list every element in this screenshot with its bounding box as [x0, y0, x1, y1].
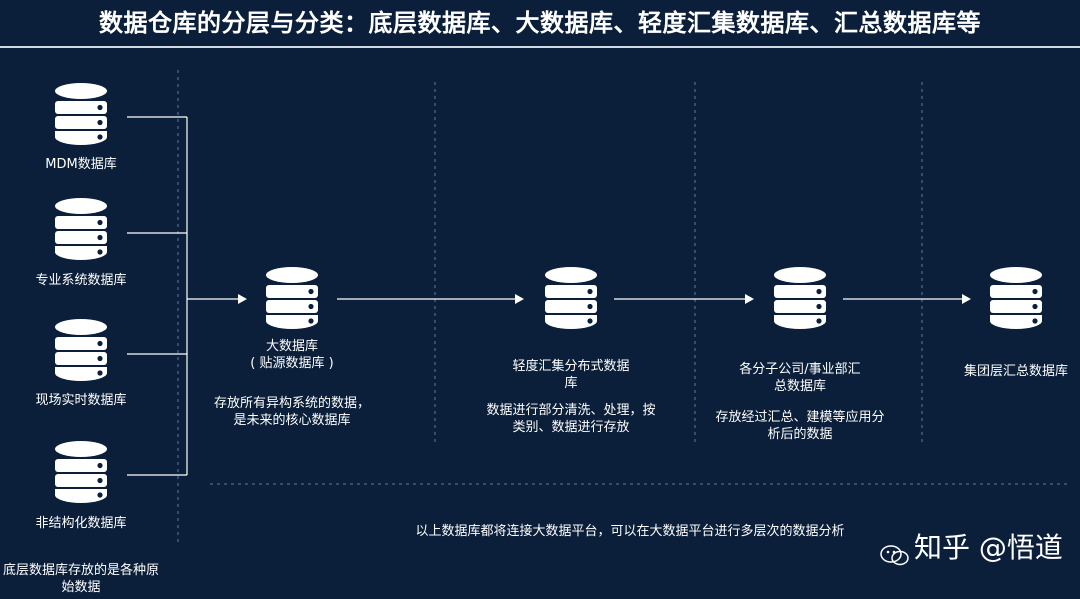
database-icon — [54, 318, 108, 386]
stage-database-label: 集团层汇总数据库 — [951, 363, 1080, 380]
description-line: 存放所有异构系统的数据， — [213, 396, 370, 411]
stage-database-label: 大数据库 ( 贴源数据库 ) — [192, 338, 392, 372]
label-line: ( 贴源数据库 ) — [250, 356, 334, 371]
database-icon — [54, 440, 108, 508]
description-line: 析后的数据 — [767, 427, 833, 442]
arrow-head — [515, 294, 524, 304]
label-line: 集团层汇总数据库 — [963, 364, 1068, 379]
label-line: 大数据库 — [265, 339, 318, 354]
note-line: 底层数据库存放的是各种原 — [2, 563, 159, 578]
source-database-label: 非结构化数据库 — [35, 516, 127, 531]
database-icon — [773, 266, 827, 334]
database-icon — [54, 82, 108, 150]
source-database-label: 现场实时数据库 — [35, 393, 127, 408]
label-line: 各分子公司/事业部汇 — [739, 362, 861, 377]
description-line: 是未来的核心数据库 — [233, 413, 351, 428]
description-line: 存放经过汇总、建模等应用分 — [715, 410, 885, 425]
stage-database-label: 各分子公司/事业部汇总数据库 — [695, 361, 905, 395]
database-icon — [989, 266, 1043, 334]
label-line: 库 — [564, 376, 578, 391]
label-line: 总数据库 — [773, 379, 826, 394]
watermark: 知乎 @悟道 — [880, 528, 1075, 568]
stage-database-label: 轻度汇集分布式数据库 — [461, 358, 681, 392]
bottom-note: 以上数据库都将连接大数据平台，可以在大数据平台进行多层次的数据分析 — [415, 524, 845, 539]
stage-description: 存放经过汇总、建模等应用分析后的数据 — [695, 409, 905, 443]
database-icon — [54, 197, 108, 265]
watermark-text: 知乎 @悟道 — [914, 531, 1063, 564]
arrow-head — [745, 294, 754, 304]
label-line: 轻度汇集分布式数据 — [512, 359, 630, 374]
title-underline — [0, 46, 1080, 48]
database-icon — [544, 266, 598, 334]
stage-description: 数据进行部分清洗、处理，按类别、数据进行存放 — [461, 402, 681, 436]
description-line: 数据进行部分清洗、处理，按 — [486, 403, 656, 418]
description-line: 类别、数据进行存放 — [512, 420, 630, 435]
source-note-text: 底层数据库存放的是各种原始数据 — [0, 562, 162, 596]
source-bracket — [127, 116, 240, 476]
arrow-head — [962, 294, 971, 304]
page-title: 数据仓库的分层与分类：底层数据库、大数据库、轻度汇集数据库、汇总数据库等 — [99, 9, 981, 37]
note-line: 始数据 — [61, 580, 101, 595]
wechat-icon — [880, 538, 910, 566]
source-note: 底层数据库存放的是各种原始数据 — [0, 562, 162, 596]
arrow-head — [238, 294, 247, 304]
database-icon — [265, 266, 319, 334]
source-database-label: 专业系统数据库 — [35, 273, 127, 288]
source-database-label: MDM数据库 — [45, 157, 117, 172]
stage-description: 存放所有异构系统的数据， 是未来的核心数据库 — [192, 395, 392, 429]
